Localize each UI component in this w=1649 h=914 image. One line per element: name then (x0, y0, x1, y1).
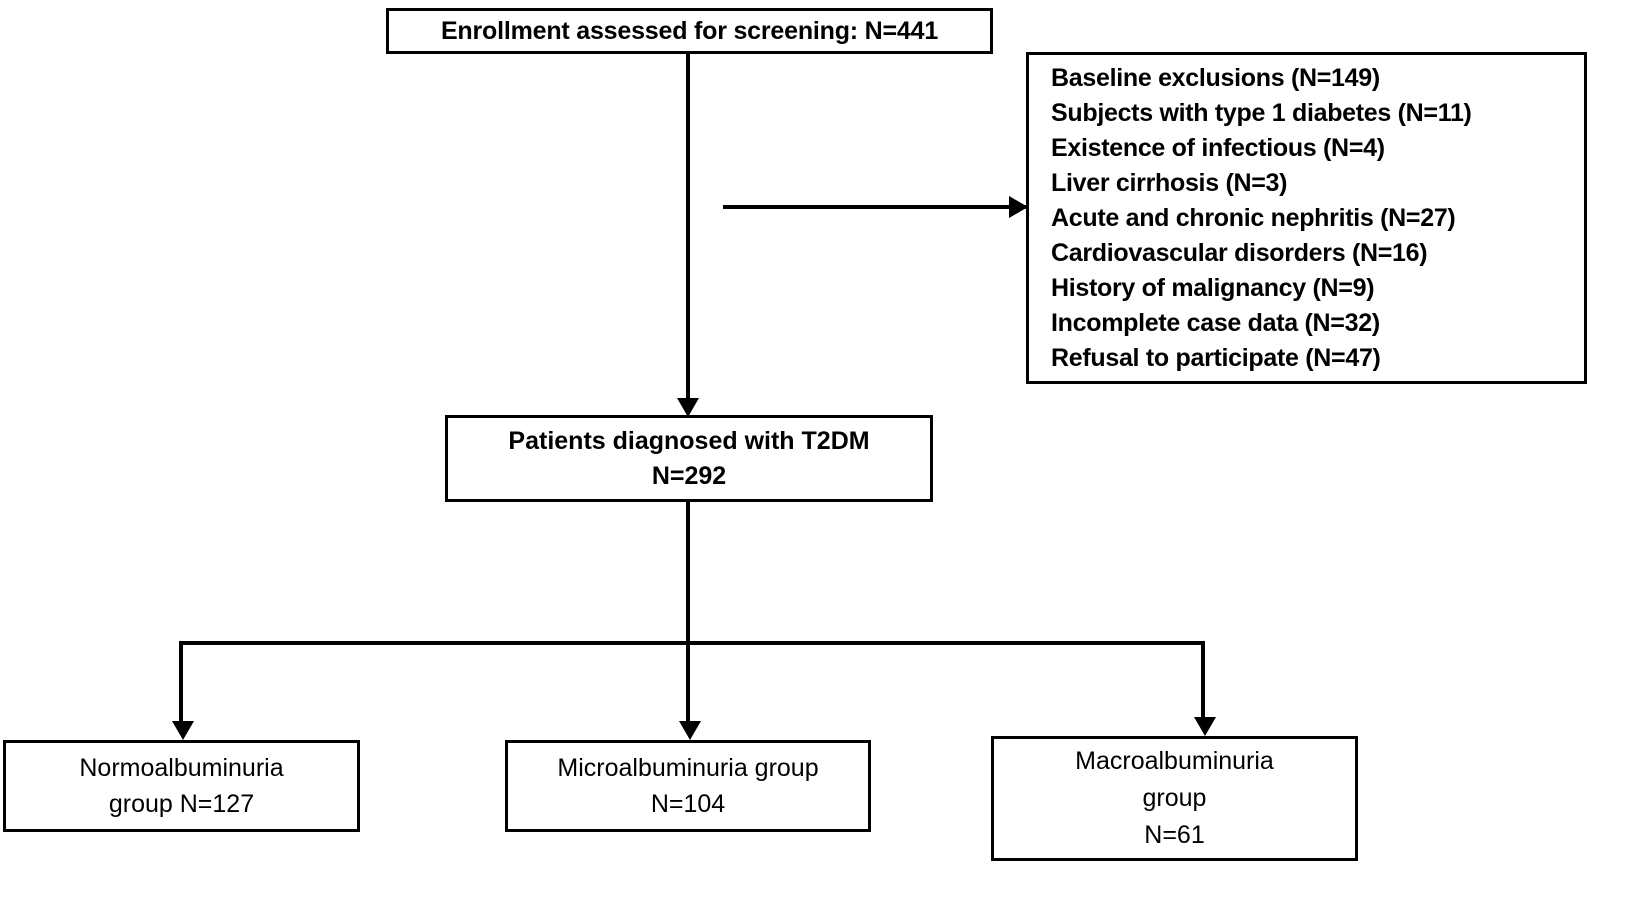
node-t2dm-diagnosed: Patients diagnosed with T2DM N=292 (445, 415, 933, 502)
exclusion-line-malignancy: History of malignancy (N=9) (1051, 273, 1375, 302)
connector-to-macroalbuminuria (1201, 641, 1205, 729)
connector-to-normoalbuminuria (179, 641, 183, 733)
connector-enrollment-stem-lower (686, 209, 690, 410)
node-exclusions: Baseline exclusions (N=149) Subjects wit… (1026, 52, 1587, 384)
arrowhead-to-t2dm-icon (677, 398, 699, 417)
node-enrollment-line-1: Enrollment assessed for screening: N=441 (440, 16, 939, 45)
node-t2dm-line-2: N=292 (651, 461, 727, 490)
node-macroalbuminuria-line-1: Macroalbuminuria (1075, 747, 1274, 775)
exclusion-line-infectious: Existence of infectious (N=4) (1051, 133, 1385, 162)
node-normoalbuminuria-line-2: group N=127 (108, 790, 255, 818)
node-macroalbuminuria-line-3: N=61 (1144, 821, 1205, 849)
exclusion-line-incomplete-data: Incomplete case data (N=32) (1051, 308, 1380, 337)
arrowhead-to-microalbuminuria-icon (679, 721, 701, 740)
exclusion-line-refusal: Refusal to participate (N=47) (1051, 343, 1381, 372)
exclusion-line-baseline: Baseline exclusions (N=149) (1051, 63, 1380, 92)
connector-enrollment-to-exclusions (723, 205, 1026, 209)
arrowhead-to-normoalbuminuria-icon (172, 721, 194, 740)
connector-to-microalbuminuria (686, 641, 690, 733)
connector-group-branch-bar (179, 641, 1205, 645)
node-microalbuminuria-group: Microalbuminuria group N=104 (505, 740, 871, 832)
node-microalbuminuria-line-1: Microalbuminuria group (557, 754, 819, 782)
node-microalbuminuria-line-2: N=104 (650, 790, 726, 818)
connector-t2dm-stem (686, 502, 690, 645)
connector-enrollment-stem-upper (686, 54, 690, 209)
arrowhead-to-exclusions-icon (1009, 196, 1028, 218)
exclusion-line-type1-diabetes: Subjects with type 1 diabetes (N=11) (1051, 98, 1472, 127)
exclusion-line-cardiovascular: Cardiovascular disorders (N=16) (1051, 238, 1428, 267)
exclusion-line-liver-cirrhosis: Liver cirrhosis (N=3) (1051, 168, 1288, 197)
arrowhead-to-macroalbuminuria-icon (1194, 717, 1216, 736)
exclusion-line-nephritis: Acute and chronic nephritis (N=27) (1051, 203, 1456, 232)
node-normoalbuminuria-line-1: Normoalbuminuria (79, 754, 284, 782)
node-macroalbuminuria-group: Macroalbuminuria group N=61 (991, 736, 1358, 861)
node-t2dm-line-1: Patients diagnosed with T2DM (508, 426, 870, 455)
node-macroalbuminuria-line-2: group (1142, 784, 1207, 812)
node-normoalbuminuria-group: Normoalbuminuria group N=127 (3, 740, 360, 832)
node-enrollment: Enrollment assessed for screening: N=441 (386, 8, 993, 54)
